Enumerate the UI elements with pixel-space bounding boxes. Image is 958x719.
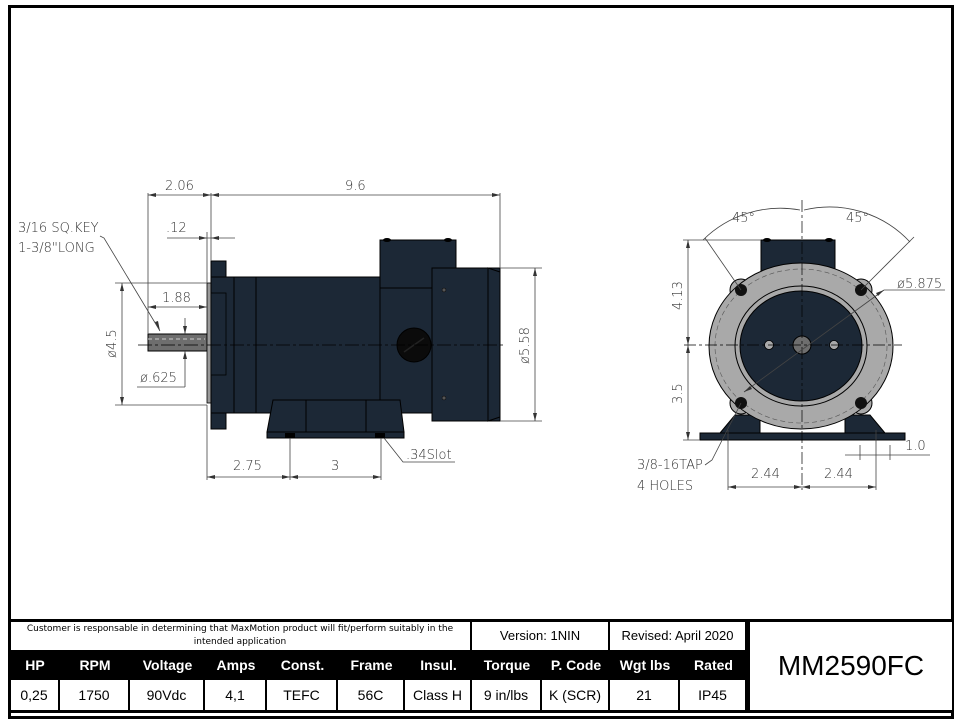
dim-shaft-extension: 2.06: [165, 179, 194, 194]
revised-label: Revised: April 2020: [610, 619, 747, 650]
dim-bolt-circle: ø5.875: [897, 277, 942, 292]
shaft: [147, 333, 208, 352]
value-rated: IP45: [680, 680, 747, 713]
dim-flange-offset: .12: [166, 221, 187, 236]
dim-foot-half-left: 2.44: [751, 467, 780, 482]
value-voltage: 90Vdc: [130, 680, 205, 713]
value-insul: Class H: [405, 680, 472, 713]
key-note-line2: 1-3/8"LONG: [18, 241, 95, 256]
tap-note-line1: 3/8-16TAP: [637, 458, 703, 473]
header-amps: Amps: [205, 650, 267, 680]
dim-slot: .34Slot: [406, 448, 452, 463]
model-number: MM2590FC: [747, 619, 952, 713]
side-view: 2.06 9.6 .12 1.88 ø.625 ø4.5 ø5.58 2.75 …: [18, 179, 542, 480]
value-frame: 56C: [338, 680, 405, 713]
header-rated: Rated: [680, 650, 747, 680]
dim-foot-to-flange: 2.75: [233, 459, 262, 474]
header-pcode: P. Code: [542, 650, 610, 680]
mounting-foot: [266, 399, 405, 433]
dim-foot-width: 1.0: [905, 439, 926, 454]
version-label: Version: 1NIN: [472, 619, 610, 650]
header-voltage: Voltage: [130, 650, 205, 680]
end-view: 45° 45° ø5.875 4.13 3.5 2.44 2.44 1.0 3/…: [637, 200, 945, 494]
dim-top-height: 4.13: [671, 281, 686, 310]
header-hp: HP: [10, 650, 60, 680]
dim-key-length: 1.88: [162, 291, 191, 306]
dim-foot-half-right: 2.44: [824, 467, 853, 482]
value-const: TEFC: [267, 680, 338, 713]
disclaimer-note: Customer is responsable in determining t…: [10, 619, 472, 650]
header-rpm: RPM: [60, 650, 130, 680]
technical-drawing: 2.06 9.6 .12 1.88 ø.625 ø4.5 ø5.58 2.75 …: [18, 179, 945, 494]
value-hp: 0,25: [10, 680, 60, 713]
title-block: Customer is responsable in determining t…: [10, 619, 952, 713]
header-weight: Wgt lbs: [610, 650, 680, 680]
value-amps: 4,1: [205, 680, 267, 713]
header-frame: Frame: [338, 650, 405, 680]
dim-angle-right: 45°: [846, 211, 869, 226]
dim-overall-length: 9.6: [345, 179, 366, 194]
dim-shaft-diameter: ø.625: [140, 371, 177, 386]
value-rpm: 1750: [60, 680, 130, 713]
dim-center-height: 3.5: [671, 383, 686, 404]
key-note-line1: 3/16 SQ.KEY: [18, 221, 99, 236]
dim-body-diameter: ø5.58: [518, 327, 533, 364]
value-weight: 21: [610, 680, 680, 713]
dim-angle-left: 45°: [732, 211, 755, 226]
header-const: Const.: [267, 650, 338, 680]
tap-note-line2: 4 HOLES: [637, 479, 693, 494]
header-insul: Insul.: [405, 650, 472, 680]
end-view-base: [699, 432, 906, 441]
dim-foot-hole-spacing: 3: [331, 459, 339, 474]
header-torque: Torque: [472, 650, 542, 680]
value-torque: 9 in/lbs: [472, 680, 542, 713]
value-pcode: K (SCR): [542, 680, 610, 713]
dim-pilot-diameter: ø4.5: [105, 329, 120, 358]
